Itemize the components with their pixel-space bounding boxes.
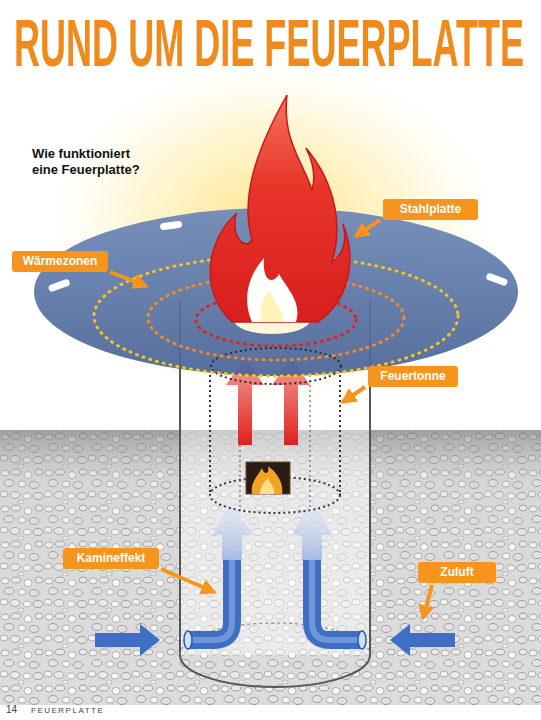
callout-label: Stahlplatte <box>383 199 478 220</box>
fire-barrel-wall <box>339 365 341 495</box>
supply-air-arrow <box>95 624 160 656</box>
callout-label: Wärmezonen <box>12 251 108 272</box>
leader-arrow <box>110 272 146 286</box>
inlet-pipe-highlight <box>188 560 232 640</box>
fire-barrel-top <box>211 348 341 384</box>
page-title: RUND UM DIE FEUERPLATTE <box>14 10 524 76</box>
air-flow-arrow <box>212 500 252 560</box>
callout-label: Zuluft <box>418 562 496 583</box>
subtitle: Wie funktioniert eine Feuerplatte? <box>32 146 157 179</box>
pipe-opening <box>184 631 192 649</box>
callout-text: Feuertonne <box>380 369 445 383</box>
small-fire <box>252 466 283 494</box>
fire-barrel-wall <box>209 365 211 495</box>
leader-arrow <box>161 569 214 592</box>
callout-text: Kamineffekt <box>77 551 146 565</box>
footer-text: FEUERPLATTE <box>31 706 104 716</box>
pipe-bottom <box>180 655 370 687</box>
callout-text: Stahlplatte <box>400 202 461 216</box>
inlet-pipe <box>188 560 232 640</box>
callout-label: Kamineffekt <box>63 548 159 569</box>
inlet-pipe-highlight <box>312 560 362 640</box>
plate-slot <box>160 220 183 230</box>
flame-core-inner <box>261 290 284 322</box>
air-flow-arrow <box>292 500 332 560</box>
small-fire-core <box>260 478 274 494</box>
plate-slot <box>48 278 71 292</box>
supply-air-arrow <box>390 624 455 656</box>
leader-arrow <box>356 220 380 236</box>
heat-glow <box>22 40 522 420</box>
pipe-opening <box>358 631 366 649</box>
page-number: 14 <box>6 704 17 717</box>
flame-core <box>247 258 297 322</box>
callout-text: Wärmezonen <box>23 254 98 268</box>
callout-text: Zuluft <box>440 565 473 579</box>
plate-slot <box>485 272 508 286</box>
leader-arrow <box>343 387 365 402</box>
flame <box>210 95 350 322</box>
inlet-pipe <box>312 560 362 640</box>
callout-label: Feuertonne <box>368 366 458 387</box>
firewood-box <box>246 462 290 494</box>
leader-arrow <box>423 585 432 618</box>
